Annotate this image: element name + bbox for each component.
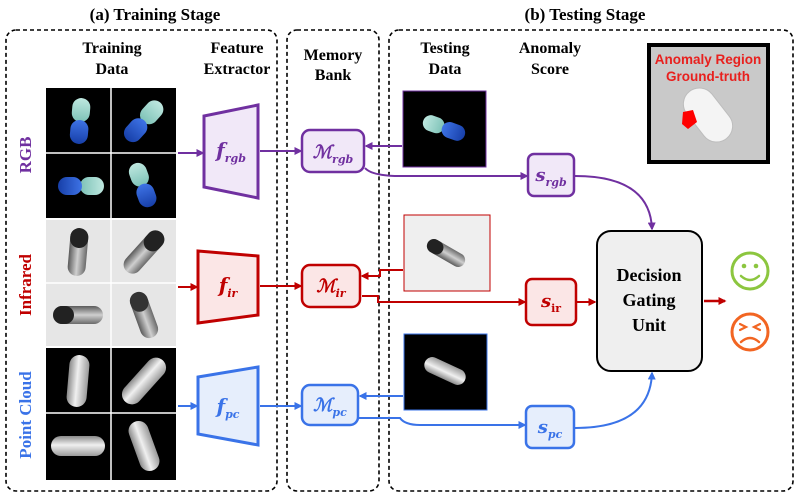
- svg-text:spc: spc: [537, 417, 563, 441]
- feature-extractor-pointcloud: fpc: [196, 365, 260, 447]
- arrow-score-to-decision-pc: [574, 371, 656, 429]
- ground-truth-label-line2: Ground-truth: [666, 69, 750, 84]
- testing-stage-panel: [388, 29, 794, 492]
- svg-text:ℳir: ℳir: [316, 276, 346, 300]
- arrow-memory-to-score-rgb: [364, 167, 529, 180]
- ground-truth-label-line1: Anomaly Region: [655, 52, 762, 67]
- anomaly-score-infrared: sir: [524, 277, 578, 327]
- svg-text:frgb: frgb: [214, 138, 246, 165]
- training-stage-panel: [5, 29, 278, 492]
- feature-extractor-rgb: frgb: [202, 103, 260, 200]
- testing-data-heading-line1: Testing: [420, 40, 469, 57]
- infrared-modality-label: Infrared: [16, 253, 35, 316]
- rgb-testing-image: [402, 90, 487, 168]
- pointcloud-modality-label: Point Cloud: [16, 371, 35, 459]
- memory-bank-infrared: ℳir: [300, 263, 362, 309]
- memory-bank-rgb: ℳrgb: [300, 128, 366, 174]
- memory-bank-heading-line2: Bank: [315, 67, 352, 84]
- svg-text:fir: fir: [217, 273, 239, 300]
- memory-bank-pointcloud: ℳpc: [300, 383, 360, 427]
- feature-extractor-infrared: fir: [196, 249, 260, 325]
- svg-text:ℳpc: ℳpc: [313, 395, 347, 419]
- anomaly-score-pointcloud: spc: [524, 404, 576, 450]
- testing-data-heading-line2: Data: [429, 61, 462, 78]
- anomaly-score-rgb: srgb: [526, 152, 576, 198]
- decision-gating-unit: Decision Gating Unit: [596, 230, 703, 372]
- svg-text:fpc: fpc: [215, 394, 240, 421]
- arrow-memory-to-score-pc: [359, 417, 527, 429]
- infrared-training-images: [46, 220, 176, 346]
- feature-extractor-heading-line1: Feature: [210, 40, 263, 57]
- rgb-training-images: [46, 88, 176, 218]
- sad-face-icon: [730, 312, 770, 352]
- svg-text:sir: sir: [540, 291, 561, 315]
- memory-bank-panel: [286, 29, 380, 492]
- pointcloud-training-images: [46, 348, 176, 480]
- pointcloud-testing-image: [403, 333, 488, 411]
- rgb-modality-label: RGB: [16, 137, 35, 174]
- feature-extractor-heading-line2: Extractor: [204, 61, 271, 78]
- svg-text:srgb: srgb: [534, 165, 567, 189]
- infrared-testing-image: [403, 214, 491, 292]
- anomaly-ground-truth-panel: Anomaly Region Ground-truth: [647, 43, 770, 164]
- arrow-memory-to-score-ir: [362, 295, 527, 306]
- training-data-heading-line1: Training: [82, 40, 141, 57]
- anomaly-score-heading-line1: Anomaly: [519, 40, 581, 57]
- arrow-test-ir-to-memory: [360, 269, 403, 280]
- svg-text:Unit: Unit: [632, 315, 666, 335]
- training-data-heading-line2: Data: [96, 61, 129, 78]
- training-stage-title: (a) Training Stage: [90, 5, 221, 24]
- svg-text:ℳrgb: ℳrgb: [313, 142, 354, 166]
- happy-face-icon: [730, 251, 770, 291]
- memory-bank-heading-line1: Memory: [304, 47, 363, 64]
- arrow-score-to-decision-rgb: [574, 175, 656, 231]
- svg-text:Gating: Gating: [622, 290, 675, 310]
- svg-text:Decision: Decision: [617, 265, 682, 285]
- anomaly-score-heading-line2: Score: [531, 61, 569, 78]
- testing-stage-title: (b) Testing Stage: [525, 5, 646, 24]
